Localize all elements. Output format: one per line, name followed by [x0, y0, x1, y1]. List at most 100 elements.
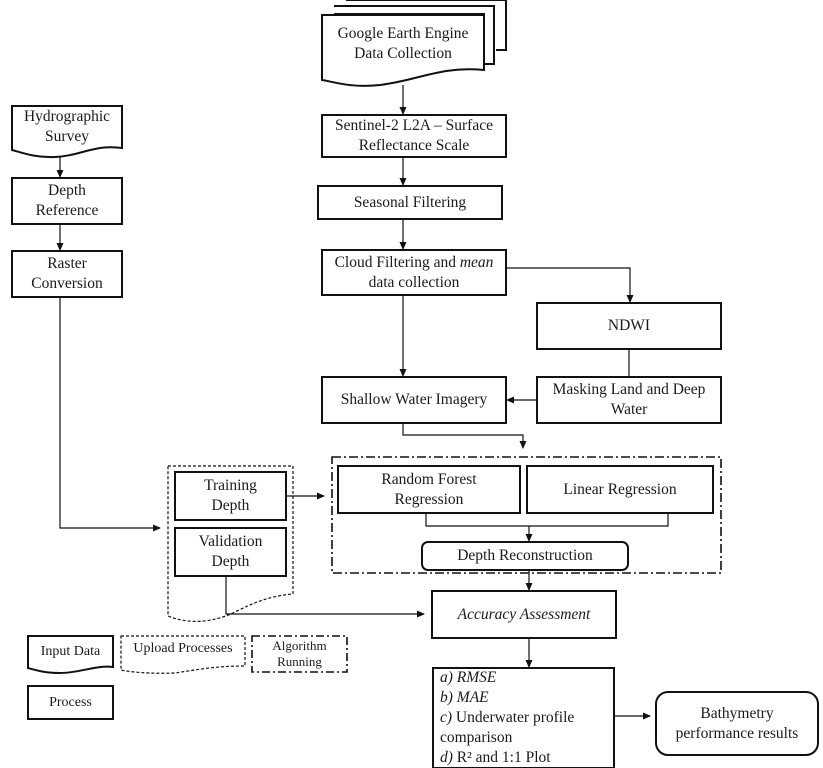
ndwi-box: [536, 302, 722, 350]
lr-label: Linear Regression: [527, 466, 713, 513]
hydro-label-line1: Hydrographic: [23, 108, 111, 125]
training-label-line1: Training: [204, 477, 257, 494]
legend-algorithm-line2: Running: [277, 654, 322, 669]
metric-item: comparison: [440, 728, 612, 748]
cloud-label: Cloud Filtering and mean data collection: [322, 250, 506, 295]
recon-label: Depth Reconstruction: [422, 542, 628, 570]
metric-prefix: c): [440, 709, 453, 726]
edge-rf-recon: [425, 513, 669, 527]
depthref-label-line1: Depth: [48, 182, 86, 199]
legend-input-data: Input Data: [28, 636, 113, 667]
rf-label-line2: Regression: [394, 490, 464, 508]
gee-label-line1: Google Earth Engine: [337, 25, 469, 42]
seasonal-label: Seasonal Filtering: [318, 186, 502, 219]
metric-text: MAE: [456, 689, 489, 706]
training-box: [174, 471, 287, 521]
metric-text: RMSE: [456, 669, 497, 686]
legend-process-label: Process: [49, 694, 92, 710]
validation-label-line1: Validation: [198, 533, 263, 550]
cloud-label-mean: mean: [459, 253, 494, 271]
sentinel-label-line1: Sentinel-2 L2A – Surface: [335, 117, 493, 134]
metric-prefix: b): [440, 689, 453, 706]
raster-box: [11, 250, 123, 298]
rf-label-line1: Random Forest: [381, 470, 477, 488]
metric-item: b) MAE: [440, 688, 612, 708]
gee-label-line2: Data Collection: [354, 45, 452, 62]
metrics-box: [432, 667, 615, 768]
results-label-line1: Bathymetry: [700, 704, 774, 722]
legend-input-data-label: Input Data: [40, 643, 101, 659]
validation-box: [174, 527, 287, 577]
validation-label-line2: Depth: [211, 553, 250, 570]
shallow-box: [321, 376, 507, 424]
hydro-label-line2: Survey: [45, 128, 89, 145]
cloud-label-line2: data collection: [368, 273, 460, 291]
results-box: [655, 691, 819, 756]
raster-label-line2: Conversion: [31, 275, 103, 292]
random-forest-box: [337, 465, 521, 514]
masking-label-line1: Masking Land and Deep: [552, 381, 706, 398]
metric-item: a) RMSE: [440, 668, 612, 688]
seasonal-label-line1: Seasonal Filtering: [353, 193, 467, 211]
metric-text: R² and 1:1 Plot: [456, 749, 551, 766]
legend-process: Process: [28, 686, 113, 719]
training-label-line2: Depth: [211, 497, 250, 514]
sentinel-label-line2: Reflectance Scale: [358, 137, 470, 154]
upload-processes-group: [167, 465, 294, 622]
gee-data-collection-shape: [321, 0, 507, 87]
depth-reference-box: [11, 177, 123, 225]
legend-algorithm-shape: [251, 635, 348, 673]
ndwi-label: NDWI: [537, 303, 721, 349]
metric-text: comparison: [440, 729, 513, 746]
metric-text: Underwater profile: [455, 709, 575, 726]
metric-prefix: d): [440, 749, 453, 766]
results-label: Bathymetry performance results: [656, 692, 818, 755]
edge-validation-accuracy: [225, 576, 425, 618]
legend-algorithm-line1: Algorithm: [272, 638, 327, 653]
legend-input-data-shape: [27, 635, 114, 675]
cloud-label-prefix: Cloud Filtering and: [334, 253, 460, 271]
depth-reconstruction-box: [421, 541, 629, 571]
cloud-box: [321, 249, 507, 296]
masking-box: [536, 376, 722, 424]
masking-label-line2: Water: [610, 401, 648, 418]
hydro-survey-shape: [11, 105, 123, 159]
edge-raster-upload: [59, 297, 161, 532]
seasonal-box: [317, 185, 503, 220]
legend-upload-processes: Upload Processes: [121, 634, 245, 664]
legend-process-shape: [27, 685, 114, 720]
ndwi-label-line1: NDWI: [607, 317, 651, 334]
raster-label-line1: Raster: [47, 255, 87, 272]
recon-label-line1: Depth Reconstruction: [457, 547, 593, 564]
edges: [56, 85, 669, 720]
metric-prefix: a): [440, 669, 453, 686]
lr-label-line1: Linear Regression: [563, 480, 677, 498]
linear-regression-box: [526, 465, 714, 514]
depthref-label-line2: Reference: [35, 202, 99, 219]
shallow-label-line1: Shallow Water Imagery: [340, 391, 488, 408]
metric-item: c) Underwater profile: [440, 708, 612, 728]
edge-shallow-algorithm: [402, 423, 527, 449]
sentinel-box: [321, 114, 507, 158]
accuracy-label: Accuracy Assessment: [432, 591, 616, 638]
metrics-list: a) RMSE b) MAE c) Underwater profile com…: [440, 668, 612, 768]
metric-item: d) R² and 1:1 Plot: [440, 748, 612, 768]
legend-upload-label: Upload Processes: [133, 641, 233, 656]
algorithm-running-group: [331, 456, 722, 574]
shallow-label: Shallow Water Imagery: [322, 377, 506, 423]
accuracy-label-line1: Accuracy Assessment: [457, 605, 591, 623]
edge-cloud-ndwi: [506, 267, 634, 303]
accuracy-box: [431, 590, 617, 639]
results-label-line2: performance results: [675, 724, 799, 742]
